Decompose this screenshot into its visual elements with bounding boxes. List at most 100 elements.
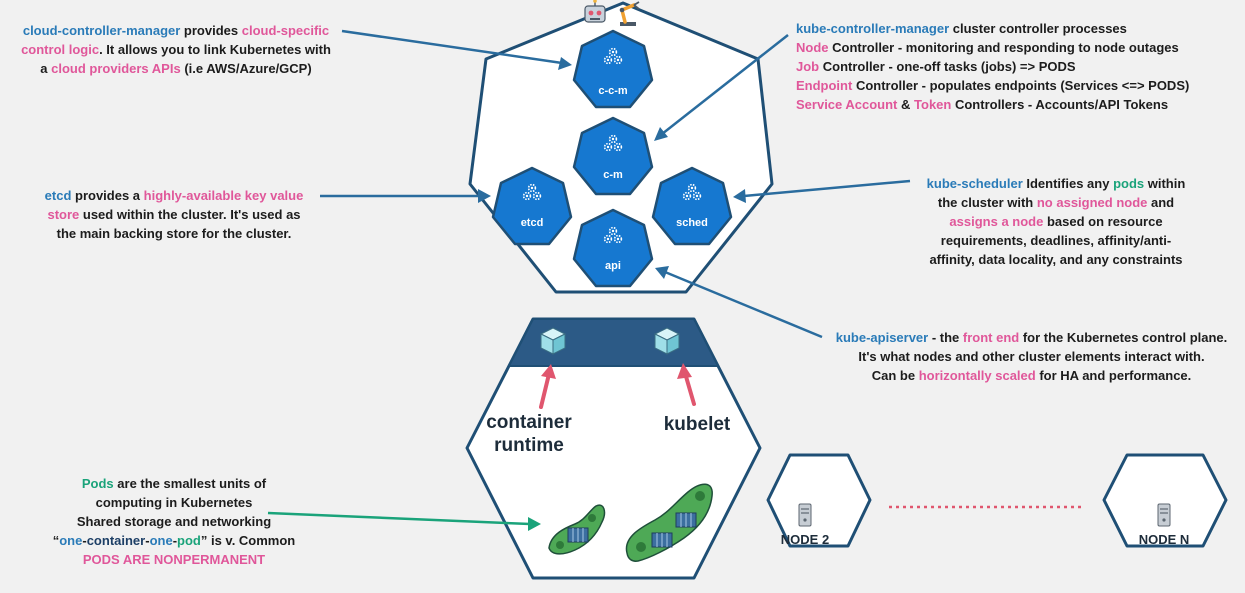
kube-apiserver-component[interactable]: api <box>572 208 654 288</box>
kcm-term: kube-controller-manager <box>796 21 950 36</box>
etcd-text: provides a <box>71 188 144 203</box>
sched-highlight: no assigned node <box>1036 195 1148 210</box>
ccm-label: c-c-m <box>598 85 628 97</box>
kcm-callout-arrow <box>654 34 789 141</box>
api-note: kube-apiserver - the front end for the K… <box>818 328 1245 385</box>
pods-note-line-3: Shared storage and networking <box>76 514 272 529</box>
kcm-note: kube-controller-manager cluster controll… <box>796 19 1189 114</box>
kubelet-label: kubelet <box>664 414 731 435</box>
sched-note: kube-scheduler Identifies any pods withi… <box>902 174 1210 269</box>
pods-note-line-4: “one-container-one-pod” is v. Common <box>36 531 312 550</box>
ccm-text: provides <box>180 23 242 38</box>
etcd-note-line-3: the main backing store for the cluster. <box>56 226 292 241</box>
node-2-label: NODE 2 <box>781 532 829 547</box>
sched-text: the cluster with <box>937 195 1037 210</box>
ccm-highlight: control logic <box>21 42 100 57</box>
ccm-text: . It allows you to link Kubernetes with <box>99 42 331 57</box>
kube-controller-manager-component[interactable]: c-m <box>572 116 654 196</box>
kcm-note-line-5: Service Account & Token Controllers - Ac… <box>796 95 1189 114</box>
pod-large[interactable] <box>625 483 713 562</box>
sched-text: Identifies any <box>1022 176 1114 191</box>
ccm-note-line-1: cloud-controller-manager provides cloud-… <box>8 21 344 40</box>
api-note-line-3: Can be horizontally scaled for HA and pe… <box>818 366 1245 385</box>
kcm-text: cluster controller processes <box>949 21 1127 36</box>
sched-highlight: assigns a node <box>949 214 1044 229</box>
kcm-highlight: Job <box>796 59 820 74</box>
kcm-highlight: Endpoint <box>796 78 853 93</box>
pod-small[interactable] <box>548 504 606 555</box>
server-icon <box>1157 503 1171 527</box>
pods-term: Pods <box>81 476 114 491</box>
sched-text: within <box>1144 176 1186 191</box>
kcm-highlight: Service Account <box>796 97 898 112</box>
pods-note-line-2: computing in Kubernetes <box>95 495 253 510</box>
kcm-note-line-2: Node Controller - monitoring and respond… <box>796 38 1189 57</box>
pods-note-line-1: Pods are the smallest units of <box>36 474 312 493</box>
kcm-highlight: Token <box>914 97 952 112</box>
pods-word-one: one <box>149 533 173 548</box>
sched-term: kube-scheduler <box>926 176 1023 191</box>
sched-note-line-1: kube-scheduler Identifies any pods withi… <box>902 174 1210 193</box>
sched-text: and <box>1147 195 1175 210</box>
ccm-note-line-3: a cloud providers APIs (i.e AWS/Azure/GC… <box>8 59 344 78</box>
pods-callout-arrow <box>267 511 541 531</box>
api-callout-arrow <box>655 266 823 339</box>
api-note-line-1: kube-apiserver - the front end for the K… <box>818 328 1245 347</box>
api-term: kube-apiserver <box>835 330 929 345</box>
node-2[interactable]: NODE 2 <box>766 453 872 548</box>
kube-scheduler-component[interactable]: sched <box>651 166 733 246</box>
api-text: for HA and performance. <box>1035 368 1192 383</box>
api-highlight: front end <box>962 330 1020 345</box>
ccm-text: (i.e AWS/Azure/GCP) <box>180 61 312 76</box>
etcd-note-line-2: store used within the cluster. It's used… <box>20 205 328 224</box>
kcm-text: Controller - one-off tasks (jobs) => POD… <box>819 59 1076 74</box>
node-n-label: NODE N <box>1139 532 1190 547</box>
kubelet-cube-icon <box>654 327 680 355</box>
kcm-text: & <box>897 97 915 112</box>
ccm-text: a <box>40 61 52 76</box>
pods-word-pod: pod <box>177 533 201 548</box>
kubelet-arrow-head <box>677 363 692 379</box>
etcd-text: used within the cluster. It's used as <box>79 207 301 222</box>
pods-word-one: one <box>59 533 83 548</box>
etcd-highlight: store <box>47 207 80 222</box>
kcm-note-line-4: Endpoint Controller - populates endpoint… <box>796 76 1189 95</box>
api-label: api <box>605 260 621 272</box>
ccm-highlight: cloud providers APIs <box>51 61 181 76</box>
kcm-text: Controller - monitoring and responding t… <box>828 40 1179 55</box>
robotic-arm-icon <box>619 1 640 26</box>
pods-text: - <box>145 533 150 548</box>
api-text: for the Kubernetes control plane. <box>1019 330 1228 345</box>
etcd-highlight: highly-available key value <box>143 188 304 203</box>
etcd-note: etcd provides a highly-available key val… <box>20 186 328 243</box>
kubelet-arrow <box>683 371 696 406</box>
pods-note-line-5: PODS ARE NONPERMANENT <box>82 552 266 567</box>
ccm-note-line-2: control logic. It allows you to link Kub… <box>8 40 344 59</box>
etcd-label: etcd <box>521 217 544 229</box>
etcd-component[interactable]: etcd <box>491 166 573 246</box>
node-top-bar <box>508 318 719 367</box>
worker-node[interactable]: container runtime kubelet <box>465 317 762 580</box>
container-runtime-arrow-head <box>541 364 556 379</box>
sched-note-line-4: requirements, deadlines, affinity/anti- <box>940 233 1172 248</box>
container-icon <box>651 532 673 548</box>
container-runtime-label: container <box>486 412 572 433</box>
pods-note: Pods are the smallest units of computing… <box>36 474 312 569</box>
pods-text: are the smallest units of <box>113 476 267 491</box>
container-runtime-arrow <box>539 372 551 409</box>
kcm-note-line-1: kube-controller-manager cluster controll… <box>796 19 1189 38</box>
sched-highlight-pods: pods <box>1113 176 1145 191</box>
cloud-controller-manager-component[interactable]: c-c-m <box>572 29 654 109</box>
container-runtime-label-2: runtime <box>494 435 564 456</box>
sched-note-line-3: assigns a node based on resource <box>902 212 1210 231</box>
container-runtime-cube-icon <box>540 327 566 355</box>
kcm-note-line-3: Job Controller - one-off tasks (jobs) =>… <box>796 57 1189 76</box>
container-icon <box>675 512 697 528</box>
api-highlight: horizontally scaled <box>918 368 1036 383</box>
etcd-note-line-1: etcd provides a highly-available key val… <box>20 186 328 205</box>
ccm-callout-arrow <box>341 29 572 70</box>
pods-text: - <box>172 533 178 548</box>
node-n[interactable]: NODE N <box>1102 453 1228 548</box>
robot-icon <box>584 0 606 23</box>
